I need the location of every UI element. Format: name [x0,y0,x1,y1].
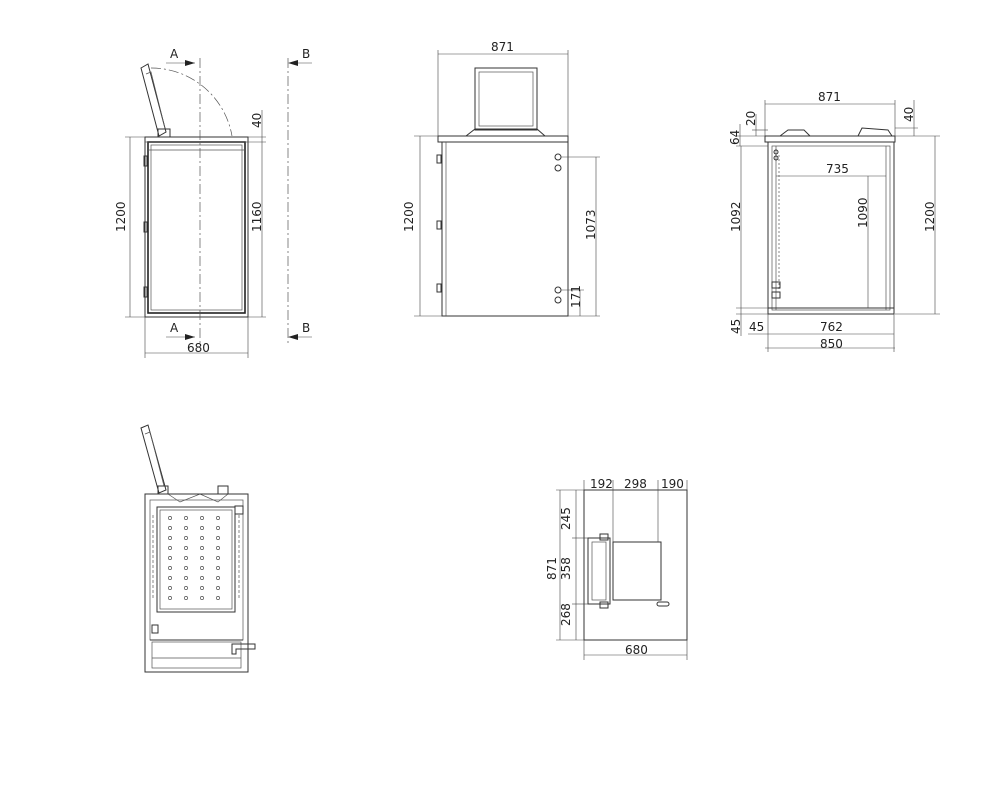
perforation-hole [200,556,204,560]
perforation-hole [216,586,220,590]
section-inner-762: 762 [820,320,843,334]
perforation-hole [200,566,204,570]
section-dim-45: 45 [749,320,764,334]
open-lid-rear [140,424,167,494]
section-width-850: 850 [820,337,843,351]
section-height-1200: 1200 [923,201,937,232]
side-width-871: 871 [491,40,514,54]
plan-view: 192 298 190 245 871 358 268 680 [545,477,688,660]
perforated-panel [156,506,236,613]
perforation-hole [168,516,172,520]
plan-dim-190: 190 [661,477,684,491]
side-hole [554,286,562,294]
plan-handle [587,537,611,605]
perforation-hole [168,596,172,600]
section-a-label-bottom: A [170,321,179,335]
open-rear-view [140,424,256,673]
perforation-hole [200,536,204,540]
front-view: A A B B 1200 1160 40 680 [114,47,312,358]
perforation-hole [184,586,188,590]
perforation-holes [168,516,220,600]
perforation-hole [200,596,204,600]
side-hole [554,153,562,161]
perforation-hole [168,586,172,590]
plan-dim-358: 358 [559,557,573,580]
perforation-hole [184,546,188,550]
perforation-hole [216,576,220,580]
section-view: 871 20 40 64 735 1092 1090 1200 45 [728,90,940,352]
perforation-hole [200,516,204,520]
perforation-hole [184,566,188,570]
perforation-hole [184,516,188,520]
perforation-hole [184,556,188,560]
perforation-hole [216,566,220,570]
front-width-680: 680 [187,341,210,355]
plan-dim-268: 268 [559,603,573,626]
perforation-hole [216,516,220,520]
section-height-1090: 1090 [856,197,870,228]
side-hole [554,164,562,172]
side-height-1200: 1200 [402,201,416,232]
side-top-plate [437,135,569,143]
perforation-hole [216,556,220,560]
perforation-hole [184,526,188,530]
perforation-hole [168,536,172,540]
side-body [441,141,569,317]
side-view: 871 1200 1073 171 [402,40,600,317]
side-hole [554,296,562,304]
section-b-label-top: B [302,47,310,61]
perforation-hole [184,536,188,540]
side-hole-171: 171 [569,285,583,308]
section-dim-45-left: 45 [729,319,743,334]
plan-dim-245: 245 [559,507,573,530]
section-width-871: 871 [818,90,841,104]
section-inner-735: 735 [826,162,849,176]
plan-width-680: 680 [625,643,648,657]
section-height-1092: 1092 [729,201,743,232]
perforation-hole [168,526,172,530]
perforation-hole [168,576,172,580]
open-lid [140,63,167,137]
front-door [147,141,246,314]
perforation-hole [216,596,220,600]
section-dim-20: 20 [744,111,758,126]
perforation-hole [184,596,188,600]
perforation-hole [200,586,204,590]
perforation-hole [168,566,172,570]
perforation-hole [200,526,204,530]
side-lid [474,67,538,131]
section-dim-40: 40 [902,107,916,122]
perforation-hole [216,526,220,530]
plan-dim-298: 298 [624,477,647,491]
perforation-hole [216,536,220,540]
front-lid-40: 40 [250,113,264,128]
perforation-hole [184,576,188,580]
perforation-hole [200,576,204,580]
lid-swing-arc [150,67,233,137]
front-body [144,136,249,318]
section-dim-64: 64 [728,130,742,145]
perforation-hole [200,546,204,550]
perforation-hole [216,546,220,550]
perforation-hole [168,546,172,550]
plan-opening [612,541,662,601]
section-top [764,135,896,143]
perforation-hole [168,556,172,560]
plan-dim-192: 192 [590,477,613,491]
plan-outline [583,489,688,641]
section-a-label-top: A [170,47,179,61]
side-hole-1073: 1073 [584,209,598,240]
plan-dim-871: 871 [545,557,559,580]
section-b-label-bottom: B [302,321,310,335]
front-height-1160: 1160 [250,201,264,232]
pedal [231,643,256,655]
rear-body [144,493,249,673]
front-height-1200: 1200 [114,201,128,232]
